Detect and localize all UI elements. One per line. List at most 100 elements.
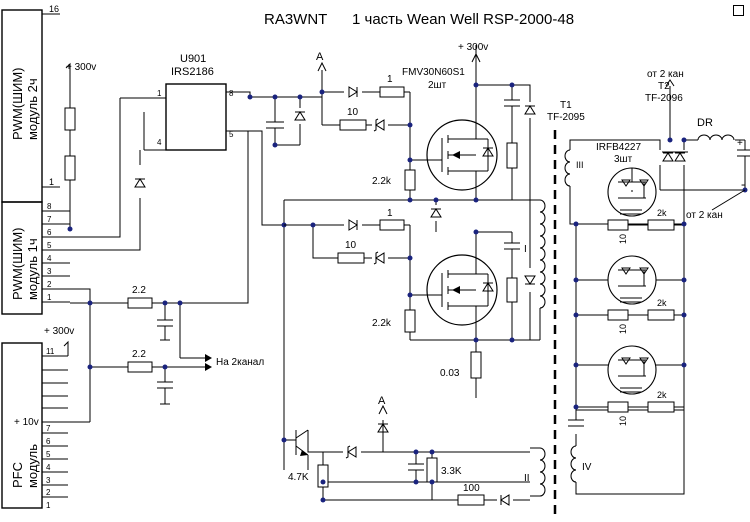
arrow-a-bottom	[378, 404, 388, 415]
pwm1-pin-2: 2	[47, 280, 52, 289]
junction-dot	[573, 362, 579, 368]
r-gate3-label: 1	[387, 208, 393, 219]
pfc-pin-5: 5	[46, 450, 51, 459]
r-in2-label: 2.2	[132, 349, 146, 360]
junction-dot	[272, 94, 278, 100]
upper-mosfet	[426, 119, 498, 191]
pwm2-pin-16: 16	[49, 4, 59, 14]
t1-winding-iv	[570, 445, 577, 483]
upper-gate-r1	[379, 86, 405, 98]
arrow-300v-top	[471, 52, 481, 63]
lower-mosfet-arrow	[452, 286, 460, 294]
driver-ic	[165, 83, 227, 151]
v10-label: + 10v	[14, 417, 39, 428]
r-in1-label: 2.2	[132, 285, 146, 296]
rect-part: IRFB4227	[596, 142, 641, 153]
junction-dot	[407, 122, 413, 128]
upper-mosfet-arrow	[452, 151, 460, 159]
pfc-pin-7: 7	[46, 424, 51, 433]
mosfet-part: FMV30N60S1	[402, 67, 465, 78]
aux-zener	[345, 445, 357, 459]
rect-qty: 3шт	[614, 154, 633, 165]
rect2-r10-label: 10	[618, 324, 628, 334]
upper-gs-resistor	[404, 169, 416, 191]
secondary-diode-b	[674, 152, 686, 162]
header-callsign: RA3WNT	[264, 11, 327, 28]
lower-gs-resistor	[404, 309, 416, 333]
driver-pin-5: 5	[229, 130, 234, 139]
winding-ii-label: II	[524, 473, 530, 484]
aux-rect-diode	[500, 494, 510, 506]
pwm1-sublabel: модуль 1ч	[25, 238, 40, 300]
rect1-r10	[607, 219, 629, 231]
midpoint-diode	[430, 208, 442, 218]
upper-mosfet-internals	[428, 45, 489, 200]
pwm1-label: PWM(ШИМ)	[10, 227, 25, 300]
arrow-ch2-top	[665, 79, 675, 87]
junction-dot	[320, 497, 326, 503]
junction-dot	[407, 197, 413, 203]
driver-ref: U901	[180, 53, 206, 65]
t2-part: TF-2096	[645, 93, 683, 104]
aux-resistor-100	[457, 494, 485, 506]
junction-dot	[407, 157, 413, 163]
upper-gate-diode	[348, 86, 358, 98]
driver-pin-8: 8	[229, 89, 234, 98]
lower-gate-diode	[348, 219, 358, 231]
pwm2-pin-stubs	[42, 13, 60, 188]
t1-part: TF-2095	[547, 112, 585, 123]
window-square-icon[interactable]	[733, 5, 744, 16]
lower-clamp-diode-shape	[524, 275, 536, 285]
sync-rect-1	[607, 167, 657, 217]
pwm1-pin-8: 8	[47, 202, 52, 211]
junction-dot	[509, 337, 515, 343]
rect2-r2k	[647, 309, 675, 321]
junction-dot	[433, 197, 439, 203]
r-gate2-label: 10	[347, 107, 359, 118]
junction-dot	[473, 229, 479, 235]
rect2-r10	[607, 309, 629, 321]
lower-snubber-resistor	[506, 277, 518, 303]
v300-left-wiring	[65, 62, 71, 229]
t1-winding-iii	[564, 149, 571, 187]
junction-dot	[573, 277, 579, 283]
t1-winding-i	[539, 199, 546, 309]
v300-top-label: + 300v	[458, 42, 488, 53]
from-ch2-top: от 2 кан	[647, 69, 684, 80]
winding-i-mark: I	[524, 244, 527, 255]
junction-dot	[413, 449, 419, 455]
rect3-r2k	[647, 401, 675, 413]
cap-plus: +	[737, 138, 743, 149]
pwm1-pin-5: 5	[47, 241, 52, 250]
sync-rect-2-gate	[576, 279, 684, 316]
t2-ref: T2	[658, 81, 670, 92]
junction-dot	[247, 94, 253, 100]
lower-gate-r1	[379, 219, 405, 231]
pfc-pin-1: 1	[46, 501, 51, 510]
node-a-top: A	[316, 51, 324, 63]
junction-dot	[272, 142, 278, 148]
r-gs2-label: 2.2k	[372, 318, 392, 329]
junction-dot	[509, 82, 515, 88]
junction-dot	[573, 312, 579, 318]
resistor-300v-b	[64, 155, 76, 181]
rect2-r2k-label: 2k	[657, 298, 667, 308]
pwm1-pin-7: 7	[47, 215, 52, 224]
sync-rect-3	[607, 345, 657, 395]
driver-diode	[134, 178, 146, 188]
junction-dot	[407, 255, 413, 261]
pwm2-pin-1: 1	[49, 177, 54, 187]
pfc-pin-3: 3	[46, 476, 51, 485]
junction-dot	[162, 300, 168, 306]
junction-dot	[87, 364, 93, 370]
junction-dot	[319, 89, 325, 95]
rect3-r10-label: 10	[618, 416, 628, 426]
r-gate4-label: 10	[345, 240, 357, 251]
rect1-r2k-label: 2k	[657, 208, 667, 218]
driver-pin-4: 4	[157, 138, 162, 147]
t1-winding-ii	[539, 447, 546, 497]
lower-gate-zener	[373, 251, 385, 265]
junction-dot	[681, 221, 687, 227]
sync-rect-2	[607, 255, 657, 305]
lower-gate-r10	[337, 252, 365, 264]
